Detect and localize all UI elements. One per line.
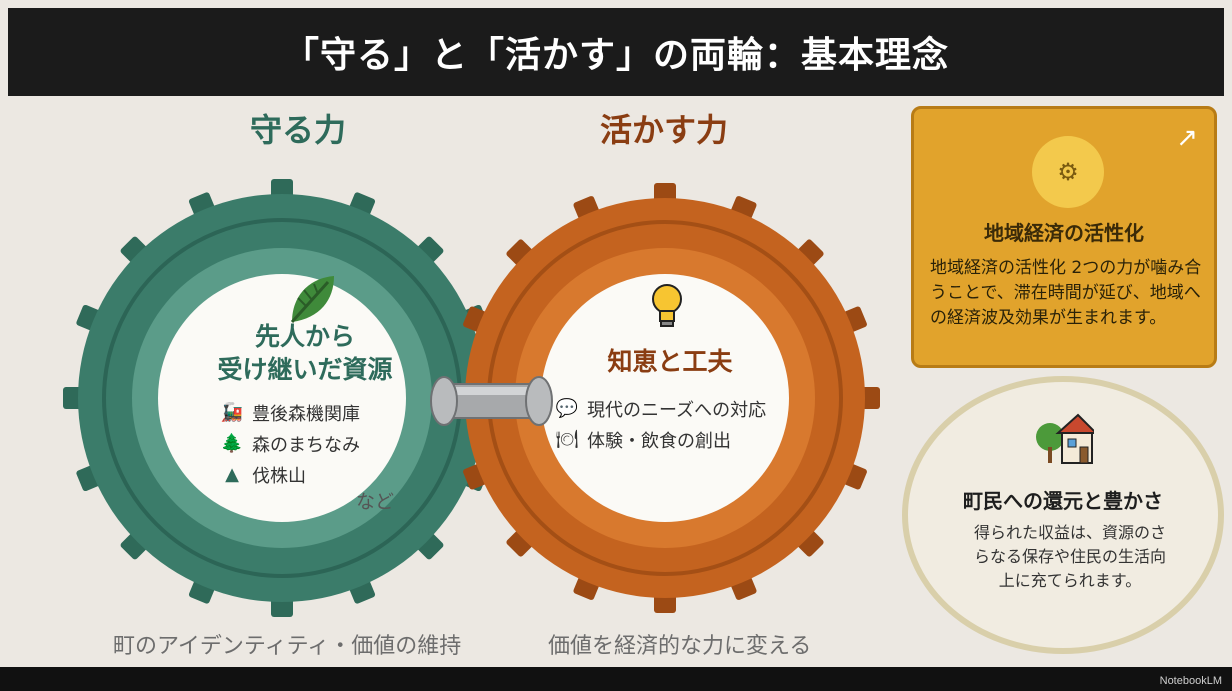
list-item-label: 現代のニーズへの対応 xyxy=(587,399,767,421)
resources-title: 先人から 受け継いだ資源 xyxy=(185,320,425,386)
resources-title-line2: 受け継いだ資源 xyxy=(217,355,393,384)
axle-connector xyxy=(430,376,553,426)
ideas-list: 💬 現代のニーズへの対応 🍽 体験・飲食の創出 xyxy=(555,393,767,455)
utilize-gear xyxy=(450,183,880,613)
list-item: 💬 現代のニーズへの対応 xyxy=(555,393,766,424)
etc-label: など xyxy=(356,491,395,513)
economy-title: 地域経済の活性化 xyxy=(984,221,1144,245)
speech-bubble-icon: 💬 xyxy=(555,398,579,419)
footer-bar xyxy=(0,667,1232,691)
protect-caption: 町のアイデンティティ・価値の維持 xyxy=(113,634,462,659)
utilize-heading: 活かす力 xyxy=(600,111,729,149)
arrow-up-right-icon: ↗ xyxy=(1176,123,1198,153)
list-item-label: 伐株山 xyxy=(252,465,306,487)
list-item: 🍽 体験・飲食の創出 xyxy=(555,424,766,455)
protect-heading: 守る力 xyxy=(250,111,347,149)
locomotive-icon: 🚂 xyxy=(220,402,244,423)
mountain-icon: ▲ xyxy=(225,464,239,485)
list-item-label: 体験・飲食の創出 xyxy=(587,430,731,452)
gear-icon: ⚙ xyxy=(1032,136,1104,208)
resources-title-line1: 先人から xyxy=(254,322,355,351)
resources-list: 🚂 豊後森機関庫 🌲 森のまちなみ ▲ 伐株山 xyxy=(220,397,360,490)
title-bar: 「守る」と「活かす」の両輪：基本理念 xyxy=(8,8,1224,96)
protect-gear xyxy=(63,179,501,617)
list-item-label: 豊後森機関庫 xyxy=(252,403,360,425)
house-icon xyxy=(1036,413,1094,464)
economy-card: ⚙ ↗ 地域経済の活性化 地域経済の活性化 2つの力が噛み合うことで、滞在時間が… xyxy=(911,106,1217,368)
wisdom-title: 知恵と工夫 xyxy=(607,347,733,376)
utilize-caption: 価値を経済的な力に変える xyxy=(548,634,812,659)
return-panel: 町民への還元と豊かさ 得られた収益は、資源のさらなる保存や住民の生活向上に充てら… xyxy=(902,376,1224,654)
return-title: 町民への還元と豊かさ xyxy=(963,489,1163,513)
list-item: ▲ 伐株山 xyxy=(220,459,360,490)
brand-label: NotebookLM xyxy=(1159,675,1222,687)
gear-center xyxy=(541,274,789,522)
economy-body: 地域経済の活性化 2つの力が噛み合うことで、滞在時間が延び、地域への経済波及効果… xyxy=(930,258,1202,328)
gear-center xyxy=(158,274,406,522)
tree-icon: 🌲 xyxy=(220,433,244,454)
leaf-icon xyxy=(290,276,334,324)
dish-icon: 🍽 xyxy=(555,429,579,450)
list-item: 🌲 森のまちなみ xyxy=(220,428,360,459)
return-body: 得られた収益は、資源のさらなる保存や住民の生活向上に充てられます。 xyxy=(973,523,1166,590)
list-item-label: 森のまちなみ xyxy=(252,434,360,456)
list-item: 🚂 豊後森機関庫 xyxy=(220,397,360,428)
lightbulb-icon xyxy=(652,284,682,327)
gear-glyph: ⚙ xyxy=(1057,158,1079,186)
page-title: 「守る」と「活かす」の両輪：基本理念 xyxy=(282,35,949,76)
